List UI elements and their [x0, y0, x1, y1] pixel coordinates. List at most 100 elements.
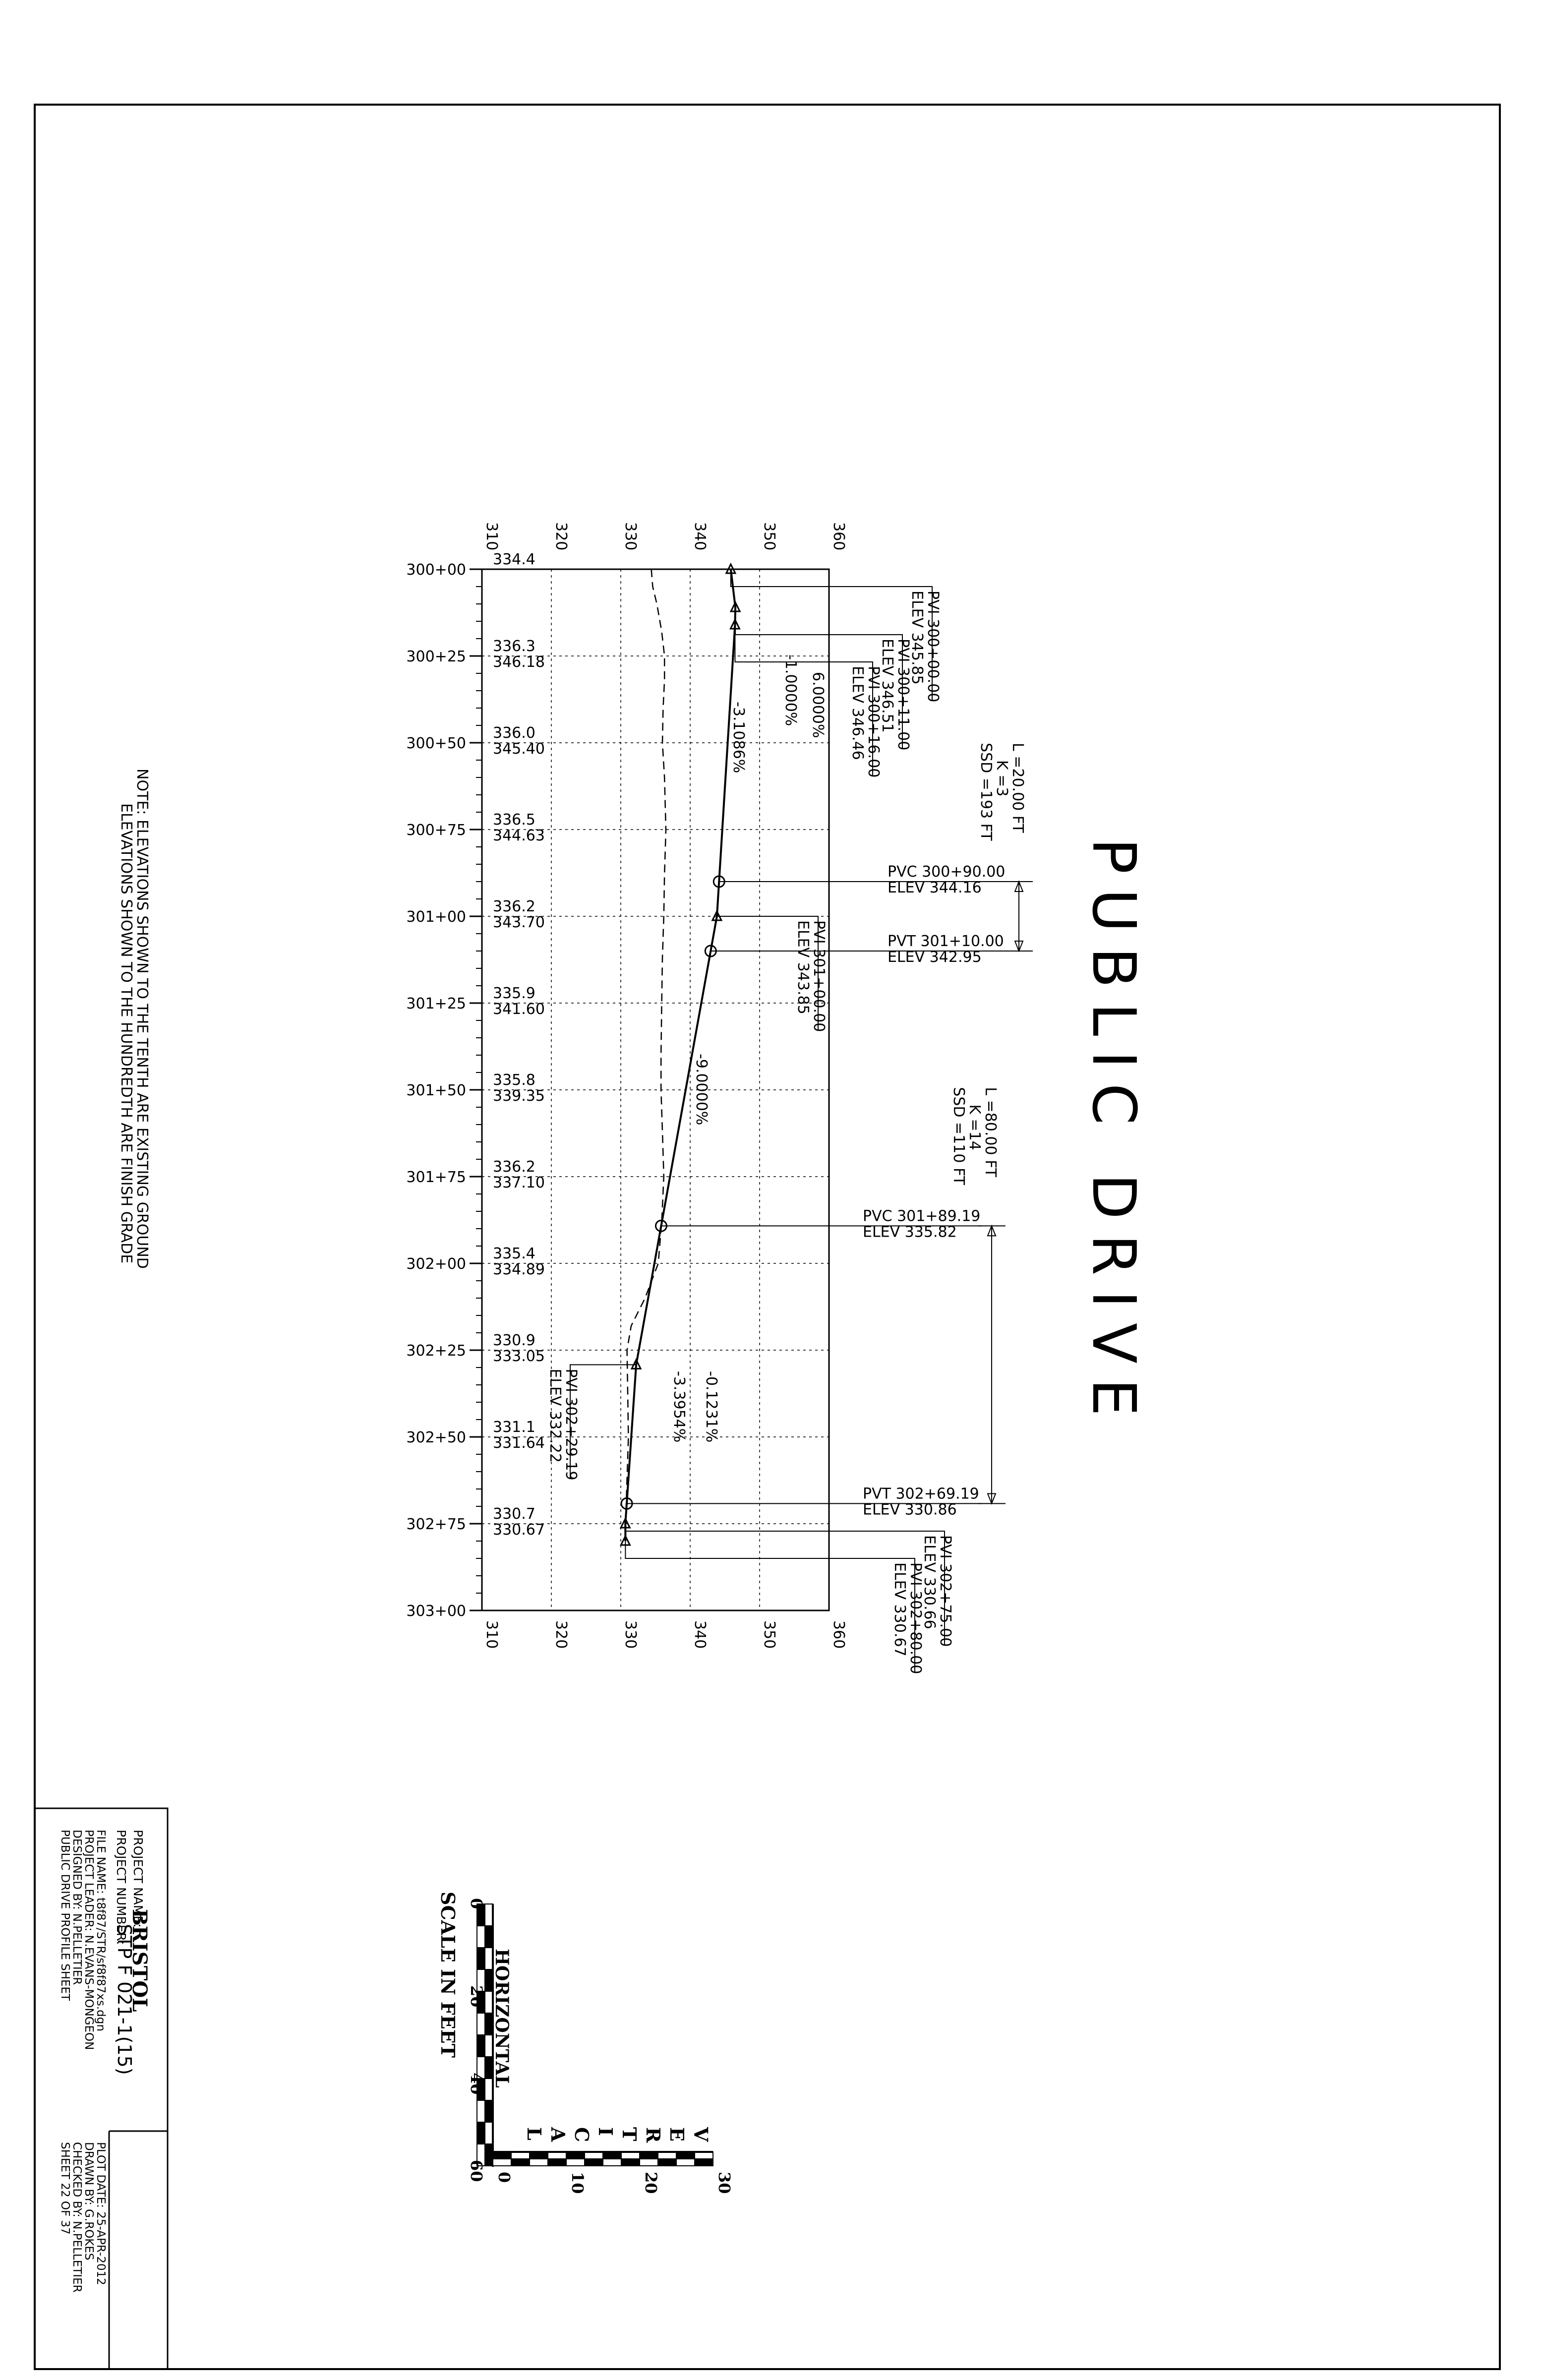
station-label: 300+75: [406, 822, 466, 839]
finish-grade-elevation: 345.40: [493, 740, 545, 758]
vertical-scale-letter: T: [618, 2127, 641, 2141]
pvi-label: ELEV 346.51: [879, 639, 896, 733]
horizontal-scale-segment: [476, 2013, 485, 2035]
vertical-scale-tick: 20: [642, 2172, 660, 2194]
existing-grade-elevation: 335.9: [493, 985, 535, 1002]
vertical-scale-segment: [511, 2158, 530, 2166]
project-name-value: BRISTOL: [128, 1909, 151, 2012]
existing-ground-line: [625, 569, 667, 1524]
vertical-scale-letter: C: [571, 2127, 593, 2142]
pvi-label: ELEV 330.66: [921, 1535, 938, 1629]
pvi-leader: [625, 1541, 915, 1672]
curve-point-label: PVC 300+90.00: [888, 863, 1005, 881]
grade-label: -0.1231%: [703, 1371, 720, 1442]
pvi-label: PVI 302+29.19: [562, 1368, 580, 1480]
elevation-tick-label-bottom: 350: [761, 1620, 778, 1649]
existing-grade-elevation: 334.4: [493, 551, 535, 568]
vertical-scale-segment: [602, 2158, 622, 2166]
vertical-scale-segment: [657, 2158, 677, 2166]
existing-grade-elevation: 330.7: [493, 1505, 535, 1523]
vertical-scale-letter: R: [642, 2127, 664, 2143]
horizontal-scale-segment: [476, 1925, 485, 1948]
station-label: 301+50: [406, 1082, 466, 1099]
curve-point-label: PVC 301+89.19: [863, 1207, 980, 1225]
pvi-leader: [570, 1364, 637, 1479]
curve-point-label: ELEV 335.82: [863, 1223, 957, 1241]
finish-grade-elevation: 343.70: [493, 914, 545, 931]
project-number-value: STP F 021-1(15): [114, 1924, 135, 2075]
pvi-leader: [734, 625, 873, 776]
vertical-scale-segment: [529, 2158, 548, 2166]
vertical-curve-2-ssd: SSD =110 FT: [950, 1087, 967, 1185]
vertical-curve-1-arrow: [1014, 880, 1024, 892]
vertical-scale-segment: [492, 2151, 512, 2159]
pvi-label: PVI 300+16.00: [865, 666, 882, 777]
elevation-tick-label-bottom: 330: [622, 1620, 639, 1649]
pvi-label: ELEV 345.85: [908, 591, 926, 685]
vertical-scale-segment: [547, 2158, 567, 2166]
vertical-scale-segment: [639, 2158, 658, 2166]
scale-horizontal-label: HORIZONTAL: [491, 1949, 512, 2088]
station-labels: 300+00334.4300+25336.3346.18300+50336.03…: [406, 551, 545, 1620]
station-label: 302+75: [406, 1516, 466, 1533]
elevation-tick-label-bottom: 310: [483, 1620, 500, 1649]
vertical-scale-segment: [566, 2158, 585, 2166]
vertical-curve-1-arrow: [1014, 941, 1024, 952]
existing-grade-elevation: 336.3: [493, 638, 535, 655]
elevation-tick-label-bottom: 360: [830, 1620, 847, 1649]
vertical-scale-segment: [492, 2158, 512, 2166]
title-block: PROJECT NAME: BRISTOL PROJECT NUMBER: ST…: [34, 1807, 169, 2370]
vertical-curve-1-ssd: SSD =193 FT: [977, 743, 995, 841]
profile-grid: [470, 568, 829, 1611]
existing-grade-elevation: 335.8: [493, 1071, 535, 1089]
grade-label: 6.0000%: [809, 672, 827, 738]
existing-grade-elevation: 335.4: [493, 1245, 535, 1262]
vertical-scale-letter: A: [547, 2127, 569, 2142]
pvi-leader: [730, 569, 933, 701]
finish-grade-elevation: 330.67: [493, 1521, 545, 1539]
finish-grade-elevation: 344.63: [493, 827, 545, 844]
vertical-scale-segment: [602, 2151, 622, 2159]
pvi-label: ELEV 332.22: [546, 1368, 564, 1463]
elevation-tick-label-top: 360: [830, 522, 847, 550]
vertical-scale-tick: 30: [715, 2172, 734, 2194]
vertical-curve-2-arrow: [987, 1224, 997, 1237]
station-label: 300+00: [406, 561, 466, 579]
checked-by: CHECKED BY: N.PELLETIER: [70, 2142, 83, 2293]
vertical-scale-letter: I: [594, 2127, 617, 2136]
pvi-label: PVI 300+11.00: [894, 639, 912, 750]
vertical-scale-segment: [584, 2151, 603, 2159]
vertical-scale-letter: V: [690, 2127, 712, 2142]
pvi-label: ELEV 343.85: [794, 920, 812, 1014]
existing-grade-elevation: 336.2: [493, 898, 535, 915]
station-label: 300+50: [406, 735, 466, 752]
finish-grade-elevation: 339.35: [493, 1087, 545, 1105]
curve-point-label: PVT 302+69.19: [863, 1485, 979, 1502]
existing-grade-elevation: 330.9: [493, 1332, 535, 1349]
station-label: 303+00: [406, 1603, 466, 1620]
vertical-scale-segment: [584, 2158, 603, 2166]
plot-date: PLOT DATE: 25-APR-2012: [94, 2142, 107, 2285]
vertical-scale-segment: [511, 2151, 530, 2159]
file-name: FILE NAME: t8f87/STR/sf8f87xs.dgn: [94, 1830, 107, 2031]
sheet-number: SHEET 22 OF 37: [59, 2142, 71, 2235]
vertical-curve-2-k-value: K =14: [966, 1104, 983, 1150]
station-label: 301+00: [406, 908, 466, 926]
elevation-tick-label-bottom: 320: [552, 1620, 570, 1649]
curve-point-label: ELEV 342.95: [888, 949, 982, 966]
horizontal-scale-tick: 20: [467, 1985, 486, 2008]
elevation-tick-label-bottom: 340: [691, 1620, 709, 1649]
grade-label: -9.0000%: [693, 1054, 710, 1125]
horizontal-scale-segment: [476, 2122, 485, 2144]
horizontal-scale-bar: [476, 1904, 494, 2167]
vertical-scale-segment: [694, 2151, 713, 2159]
horizontal-scale-segment: [476, 2100, 485, 2123]
vertical-scale-segment: [621, 2151, 640, 2159]
grade-label: -1.0000%: [782, 654, 799, 726]
vertical-scale-tick: 10: [568, 2172, 587, 2194]
vertical-curve-2-length: L =80.00 FT: [982, 1087, 999, 1178]
pvi-label: PVI 302+80.00: [907, 1562, 924, 1674]
